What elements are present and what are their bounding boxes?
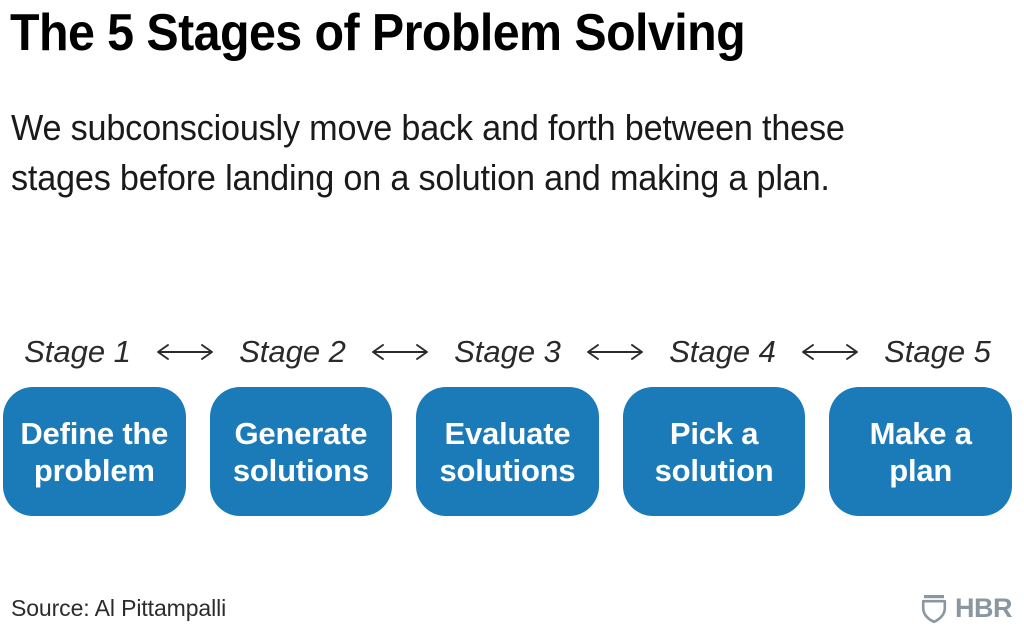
hbr-shield-icon [921, 594, 947, 623]
source-credit: Source: Al Pittampalli [11, 595, 227, 621]
stage-box-1[interactable]: Define the problem [3, 387, 186, 516]
bidirectional-arrow-icon [797, 340, 863, 364]
stage-box-2[interactable]: Generate solutions [209, 387, 393, 516]
stage-box-5[interactable]: Make a plan [829, 387, 1012, 516]
stage-box-label-4: Pick a solution [654, 415, 774, 488]
hbr-wordmark: HBR [955, 592, 1013, 623]
stage-label-4: Stage 4 [669, 334, 776, 369]
stage-label-5: Stage 5 [884, 334, 991, 369]
page-title: The 5 Stages of Problem Solving [10, 4, 746, 62]
stage-box-label-2: Generate solutions [232, 415, 369, 488]
stage-box-label-5: Make a plan [869, 415, 972, 488]
hbr-logo: HBR [921, 592, 1013, 623]
stage-box-label-1: Define the problem [20, 415, 169, 488]
stage-box-3[interactable]: Evaluate solutions [416, 387, 599, 516]
stage-box-label-3: Evaluate solutions [439, 415, 576, 488]
stage-label-1: Stage 1 [24, 334, 131, 369]
bidirectional-arrow-icon [582, 340, 648, 364]
stage-label-3: Stage 3 [454, 334, 561, 369]
bidirectional-arrow-icon [152, 340, 218, 364]
stage-label-row: Stage 1 Stage 2 Stage 3 Stage 4 Stage 5 [3, 331, 1012, 373]
stage-box-row: Define the problem Generate solutions Ev… [3, 387, 1012, 516]
stage-label-2: Stage 2 [239, 334, 346, 369]
bidirectional-arrow-icon [367, 340, 433, 364]
stage-box-4[interactable]: Pick a solution [622, 387, 806, 516]
page-subtitle: We subconsciously move back and forth be… [11, 107, 845, 198]
